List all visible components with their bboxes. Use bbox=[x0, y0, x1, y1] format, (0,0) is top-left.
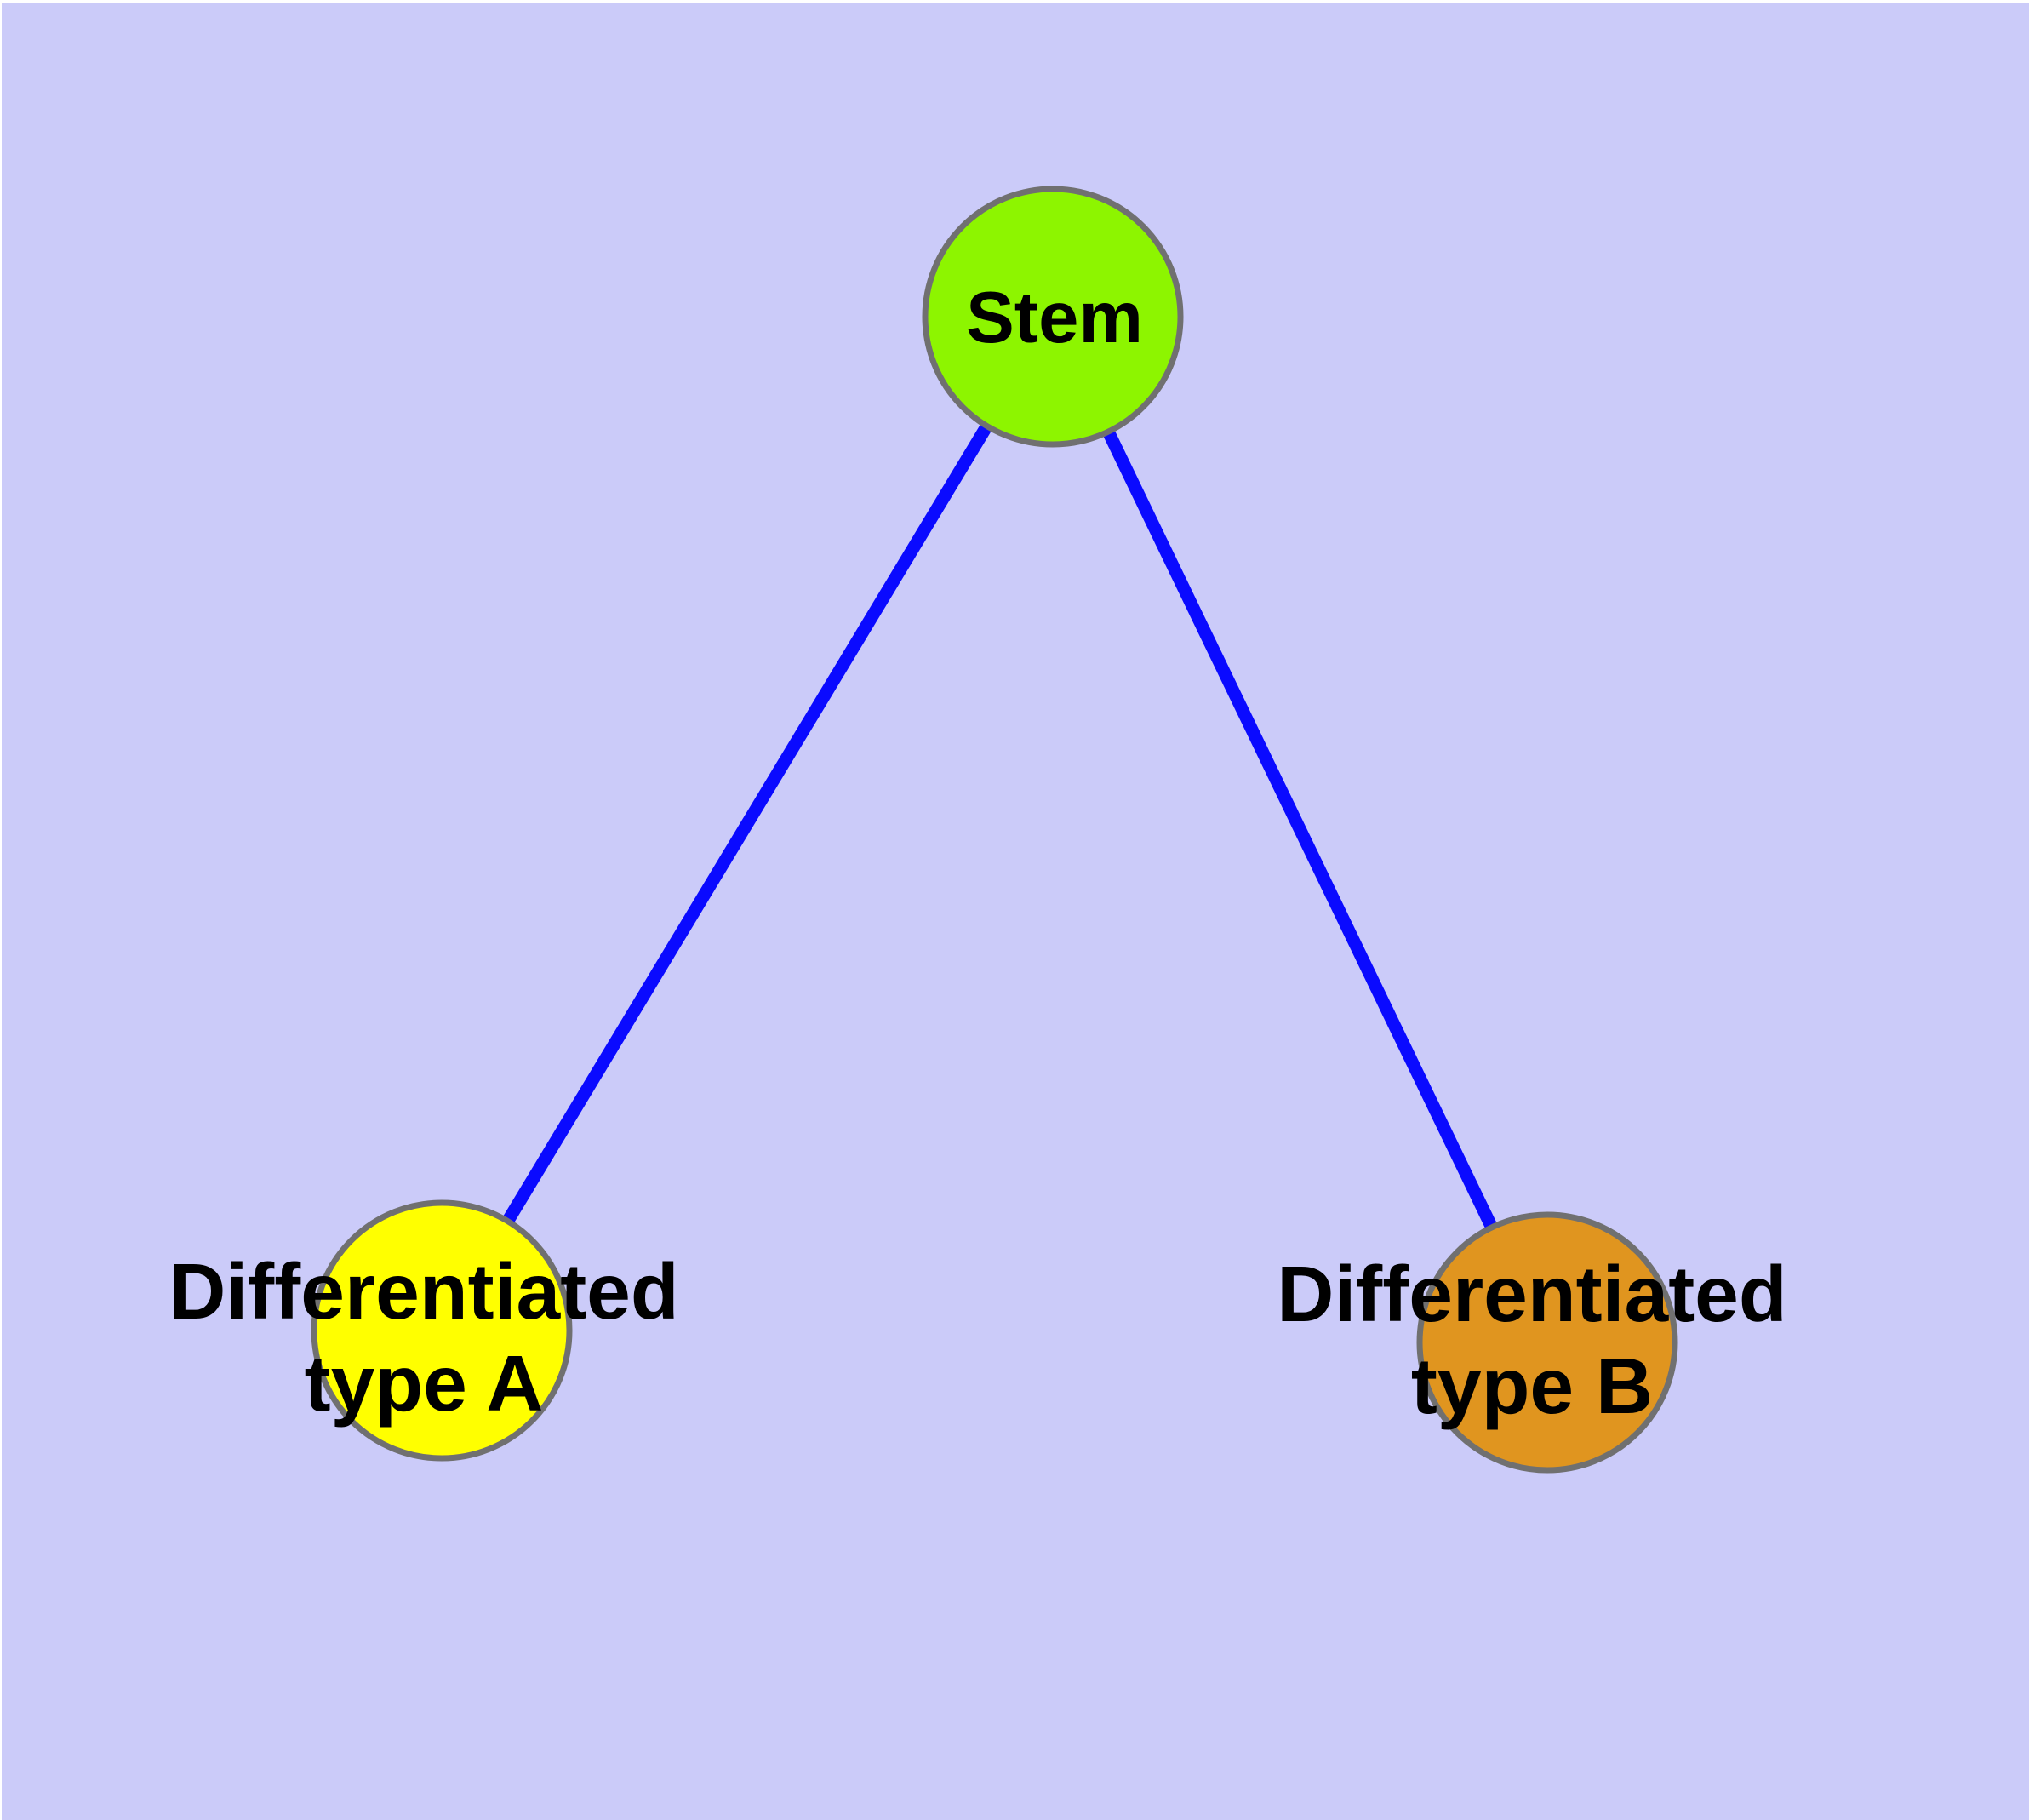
node-label-type-a-line2: type A bbox=[304, 1339, 544, 1428]
node-label-type-b-line2: type B bbox=[1410, 1342, 1654, 1430]
node-label-type-a: Differentiated type A bbox=[169, 1245, 678, 1429]
node-type-a-circle bbox=[311, 1199, 573, 1462]
edge-stem-to-type-b bbox=[1047, 313, 1553, 1346]
node-label-type-b: Differentiated type B bbox=[1277, 1248, 1786, 1432]
node-stem-circle bbox=[922, 186, 1184, 448]
node-label-type-a-line1: Differentiated bbox=[169, 1247, 679, 1336]
edge-stem-to-type-a bbox=[436, 313, 1059, 1334]
node-label-stem: Stem bbox=[966, 278, 1143, 358]
node-label-type-b-line1: Differentiated bbox=[1277, 1250, 1787, 1338]
node-type-b-circle bbox=[1416, 1211, 1678, 1474]
